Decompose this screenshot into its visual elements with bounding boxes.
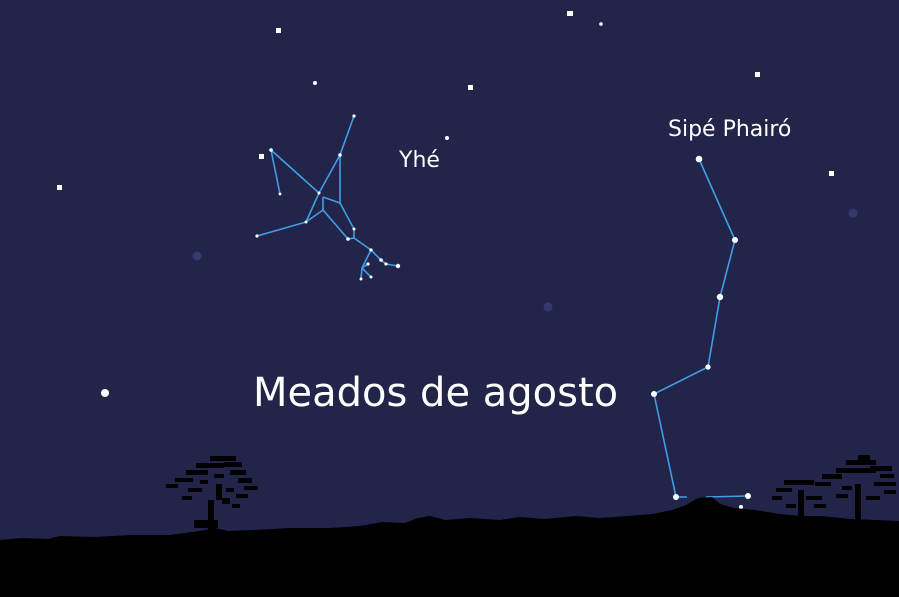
star [716, 293, 724, 301]
field-star [755, 72, 760, 77]
field-star [313, 81, 317, 85]
star [369, 275, 373, 279]
star [352, 114, 356, 118]
star [369, 248, 373, 252]
field-star [57, 185, 62, 190]
star [673, 494, 679, 500]
star [695, 155, 703, 163]
star [352, 227, 356, 231]
star [346, 237, 350, 241]
constellation-label-sipe-phairo: Sipé Phairó [668, 117, 792, 142]
constellation-yhe-lines [256, 115, 399, 280]
star [366, 262, 370, 266]
field-stars [57, 11, 834, 509]
field-star [468, 85, 473, 90]
ground-silhouette [0, 455, 899, 597]
field-star [739, 505, 743, 509]
field-star [567, 11, 573, 16]
constellation-label-yhe: Yhé [399, 148, 440, 173]
star [745, 493, 751, 499]
star [379, 258, 383, 262]
constellation-sipe-phairo [651, 155, 751, 500]
star [255, 234, 259, 238]
faint-star [848, 208, 858, 218]
star [304, 220, 308, 224]
field-star [599, 22, 603, 26]
star [651, 391, 657, 397]
field-star [276, 28, 281, 33]
faint-star [192, 251, 202, 261]
constellation-yhe-stars [255, 114, 401, 281]
faint-stars [192, 208, 858, 312]
tree-left [166, 456, 258, 532]
constellation-sipe-phairo-lines [653, 158, 749, 498]
star [705, 364, 711, 370]
star [395, 263, 401, 269]
star [278, 192, 282, 196]
faint-star [543, 302, 553, 312]
field-star [259, 154, 264, 159]
star [317, 191, 321, 195]
field-star [445, 136, 449, 140]
star [359, 277, 363, 281]
horizon-ground [0, 497, 899, 597]
constellation-sipe-phairo-stars [651, 155, 751, 500]
field-star [829, 171, 834, 176]
star [384, 262, 388, 266]
tree-right [772, 455, 896, 528]
date-caption: Meados de agosto [253, 370, 619, 416]
star [732, 237, 738, 243]
field-star [101, 389, 109, 397]
star [338, 153, 342, 157]
constellation-yhe [255, 114, 401, 281]
star [269, 148, 273, 152]
